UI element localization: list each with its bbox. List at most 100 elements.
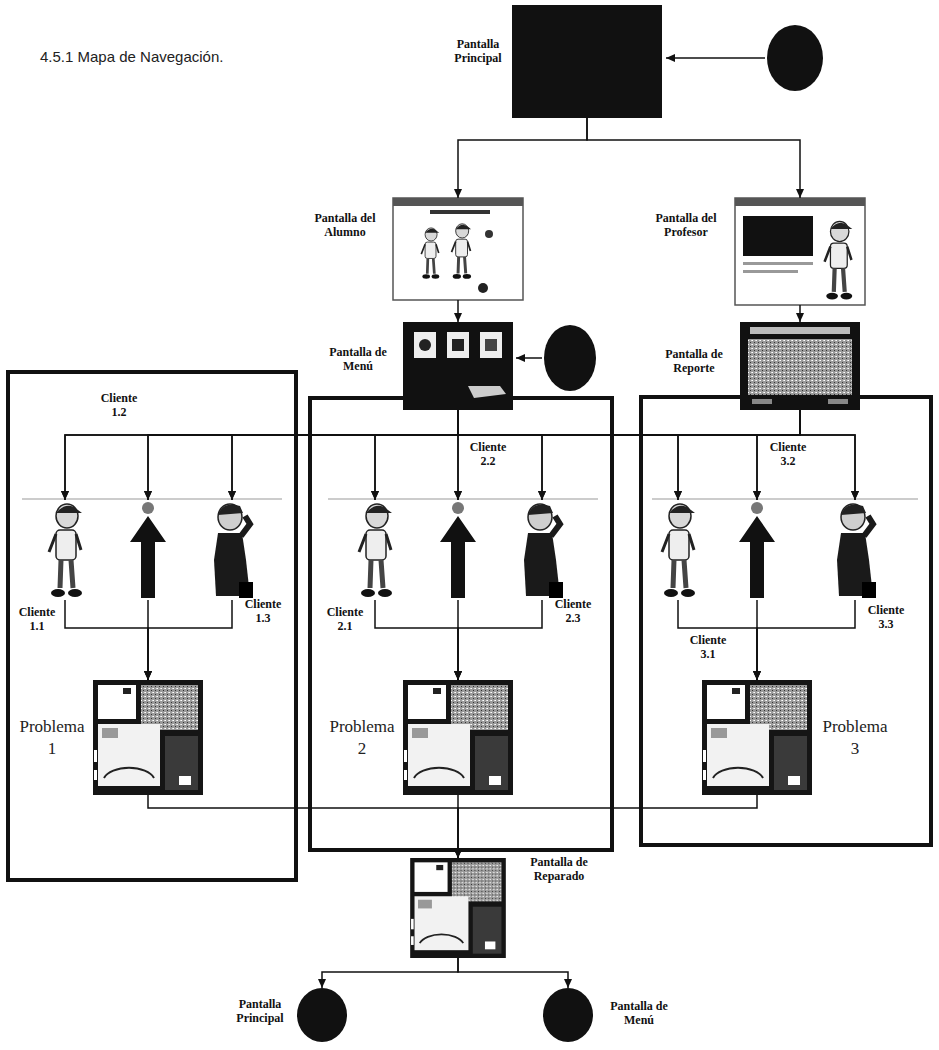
label-holder: Cliente 2.3 <box>549 598 597 626</box>
label-holder: Cliente 1.1 <box>14 606 60 634</box>
screen-bar <box>430 210 490 214</box>
screen-button <box>752 399 772 404</box>
label-holder: Cliente 2.1 <box>322 606 368 634</box>
navigation-arrow <box>458 410 542 500</box>
label-holder: Pantalla del Alumno <box>303 212 387 240</box>
navigation-arrow <box>458 410 855 500</box>
screen-black <box>403 322 513 410</box>
menu-icon <box>447 332 469 358</box>
label-holder: Problema 2 <box>327 716 397 760</box>
board-image <box>702 680 812 795</box>
screen-label: Cliente 1.2 <box>95 392 143 420</box>
navigation-arrow <box>458 410 678 500</box>
problem-node: Problema 1 <box>93 680 203 795</box>
navigation-arrow <box>458 795 757 858</box>
label-holder: Pantalla de Menú <box>600 1000 678 1028</box>
diagram-title: 4.5.1 Mapa de Navegación. <box>40 48 223 65</box>
problem-node: Problema 2 <box>403 680 513 795</box>
client-node: Cliente 1.1 <box>43 500 87 600</box>
navigation-arrow <box>375 410 458 500</box>
screen-bar <box>735 198 865 206</box>
client-figure <box>524 504 563 598</box>
navigation-arrow <box>542 410 800 500</box>
client-figure <box>837 504 876 598</box>
screen-label: Cliente 1.3 <box>239 598 287 626</box>
navigation-arrow <box>799 305 801 322</box>
teacher-figure <box>825 221 853 299</box>
client-node: Cliente 1.3 <box>210 500 254 600</box>
client-node: Cliente 2.3 <box>520 500 564 600</box>
group-frame <box>310 398 612 850</box>
screen-thumbnail <box>393 198 523 300</box>
screen-dot <box>478 283 488 293</box>
screen-bar <box>743 270 798 273</box>
screen-label: Cliente 2.2 <box>464 441 512 469</box>
screen-black <box>740 322 860 410</box>
label-holder: Cliente 1.3 <box>239 598 287 626</box>
screen-thumbnail <box>735 198 865 305</box>
client-figure <box>49 504 82 597</box>
screen-label: Cliente 1.1 <box>14 606 60 634</box>
label-holder: Cliente 1.2 <box>95 392 143 420</box>
connector-group <box>65 118 855 988</box>
label-holder: Pantalla del Profesor <box>643 212 729 240</box>
reference-circle: Pantalla de Menú <box>543 988 593 1042</box>
horizon-line <box>652 499 918 500</box>
navigation-arrow <box>458 958 568 988</box>
navigation-arrow <box>678 600 757 680</box>
screen-dot <box>485 230 493 238</box>
screen-label: Pantalla Principal <box>228 998 292 1026</box>
menu-icon <box>480 332 502 358</box>
navigation-arrow <box>148 600 232 680</box>
client-node: Cliente 3.1 <box>656 500 700 600</box>
group-frame <box>641 397 931 845</box>
label-holder: Cliente 3.3 <box>862 604 910 632</box>
screen-bar <box>393 198 523 206</box>
problem-label: Problema 1 <box>17 716 87 760</box>
board-image <box>403 680 513 795</box>
screen-node: Pantalla del Profesor <box>735 198 865 305</box>
client-node: Cliente 1.2 <box>126 500 170 600</box>
screen-black <box>512 5 662 118</box>
board-image <box>93 680 203 795</box>
navigation-arrow <box>232 410 458 500</box>
navigation-arrow <box>457 300 459 322</box>
menu-pointer <box>468 386 506 398</box>
screen-bar <box>750 327 850 334</box>
screen-node: Pantalla del Alumno <box>393 198 523 300</box>
screen-node: Pantalla de Menú <box>403 322 513 410</box>
navigation-arrow <box>232 410 800 500</box>
screen-label: Pantalla del Profesor <box>643 212 729 240</box>
screen-label: Cliente 2.3 <box>549 598 597 626</box>
label-holder: Cliente 3.2 <box>764 441 812 469</box>
menu-icon-mark <box>485 339 497 351</box>
screen-label: Pantalla de Menú <box>318 346 398 374</box>
client-figure <box>440 502 476 598</box>
connector-circle <box>544 325 596 391</box>
navigation-arrow <box>65 600 148 680</box>
connector-circle <box>543 988 593 1042</box>
screen-button <box>828 399 848 404</box>
navigation-arrow <box>322 958 458 988</box>
label-holder: Pantalla de Reparado <box>519 856 599 884</box>
screen-node: Pantalla de Reporte <box>740 322 860 410</box>
navigation-arrow <box>757 600 855 680</box>
navigation-arrow <box>65 410 458 500</box>
screen-label: Pantalla del Alumno <box>303 212 387 240</box>
navigation-arrow <box>148 410 458 500</box>
label-holder: Cliente 2.2 <box>464 441 512 469</box>
screen-node: Pantalla de Reparado <box>403 858 513 958</box>
problem-label: Problema 3 <box>820 716 890 760</box>
menu-icon-mark <box>419 339 431 351</box>
student-figure <box>421 228 439 279</box>
label-holder: Pantalla Principal <box>228 998 292 1026</box>
client-figure <box>662 504 695 597</box>
navigation-arrow <box>375 600 458 680</box>
screen-label: Pantalla de Reparado <box>519 856 599 884</box>
screen-label: Cliente 3.2 <box>764 441 812 469</box>
connector-circle <box>767 25 823 91</box>
